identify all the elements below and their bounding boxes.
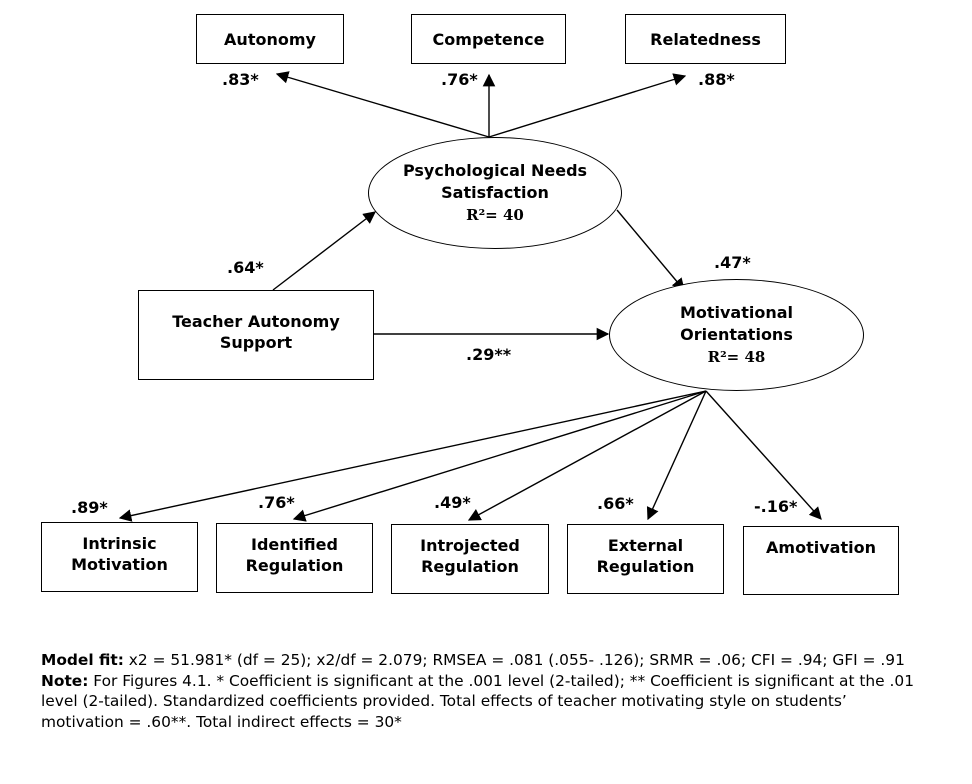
psych-needs-label-1: Psychological Needs: [402, 161, 588, 180]
psych-needs-r2: R²= 40: [466, 206, 524, 224]
coef-competence: .76*: [441, 70, 478, 89]
external-regulation-box: External Regulation: [567, 524, 724, 594]
model-fit-text: x2 = 51.981* (df = 25); x2/df = 2.079; R…: [123, 651, 905, 669]
arrow-mo-identified: [292, 390, 707, 522]
coef-pns-mo: .47*: [714, 253, 751, 272]
psych-needs-label-2: Satisfaction: [441, 183, 549, 202]
model-fit-label: Model fit:: [41, 651, 124, 669]
arrow-pns-autonomy: [275, 71, 490, 138]
arrow-mo-intrinsic: [118, 390, 707, 522]
path-diagram: Autonomy Competence Relatedness Psycholo…: [41, 14, 899, 595]
introjected-regulation-box: Introjected Regulation: [391, 524, 549, 594]
competence-box: Competence: [411, 14, 566, 64]
coef-introjected: .49*: [434, 493, 471, 512]
note-label: Note:: [41, 671, 89, 690]
model-fit-paragraph: Model fit: x2 = 51.981* (df = 25); x2/df…: [41, 650, 931, 671]
relatedness-label: Relatedness: [650, 29, 761, 49]
relatedness-box: Relatedness: [625, 14, 786, 64]
competence-label: Competence: [432, 29, 545, 49]
identified-label-2: Regulation: [245, 556, 344, 575]
arrow-pns-relatedness: [488, 73, 687, 138]
motivational-orientations-label-2: Orientations: [680, 325, 793, 344]
arrow-mo-amotivation: [705, 390, 822, 520]
note-text: For Figures 4.1. * Coefficient is signif…: [41, 671, 914, 731]
arrow-mo-introjected: [467, 390, 707, 521]
intrinsic-motivation-box: Intrinsic Motivation: [41, 522, 198, 592]
arrows-layer: [118, 71, 822, 522]
introjected-label-2: Regulation: [421, 557, 519, 576]
amotivation-label: Amotivation: [766, 538, 876, 557]
autonomy-label: Autonomy: [224, 29, 316, 49]
arrow-mo-external: [646, 390, 707, 521]
teacher-autonomy-box: Teacher Autonomy Support: [138, 290, 374, 380]
autonomy-box: Autonomy: [196, 14, 344, 64]
coef-tas-pns: .64*: [227, 258, 264, 277]
coef-identified: .76*: [258, 493, 295, 512]
introjected-label-1: Introjected: [420, 536, 520, 555]
coef-external: .66*: [597, 494, 634, 513]
arrow-pns-mo: [616, 209, 685, 291]
intrinsic-label-1: Intrinsic: [82, 534, 157, 553]
motivational-orientations-ellipse: Motivational Orientations R²= 48: [609, 279, 864, 391]
coef-amotivation: -.16*: [754, 497, 798, 516]
identified-regulation-box: Identified Regulation: [216, 523, 373, 593]
identified-label-1: Identified: [251, 535, 338, 554]
coef-autonomy: .83*: [222, 70, 259, 89]
motivational-orientations-r2: R²= 48: [707, 348, 766, 366]
amotivation-box: Amotivation: [743, 526, 899, 595]
coef-intrinsic: .89*: [71, 498, 108, 517]
teacher-autonomy-label-1: Teacher Autonomy: [172, 312, 340, 331]
figure-notes: Model fit: x2 = 51.981* (df = 25); x2/df…: [41, 650, 931, 732]
psych-needs-ellipse: Psychological Needs Satisfaction R²= 40: [368, 137, 622, 249]
external-label-2: Regulation: [596, 557, 695, 576]
motivational-orientations-label-1: Motivational: [679, 303, 794, 322]
external-label-1: External: [607, 536, 684, 555]
intrinsic-label-2: Motivation: [71, 555, 168, 574]
coef-relatedness: .88*: [698, 70, 735, 89]
note-paragraph: Note: For Figures 4.1. * Coefficient is …: [41, 671, 931, 733]
teacher-autonomy-label-2: Support: [219, 333, 293, 352]
arrow-tas-pns: [272, 211, 377, 291]
coef-tas-mo: .29**: [466, 345, 512, 364]
